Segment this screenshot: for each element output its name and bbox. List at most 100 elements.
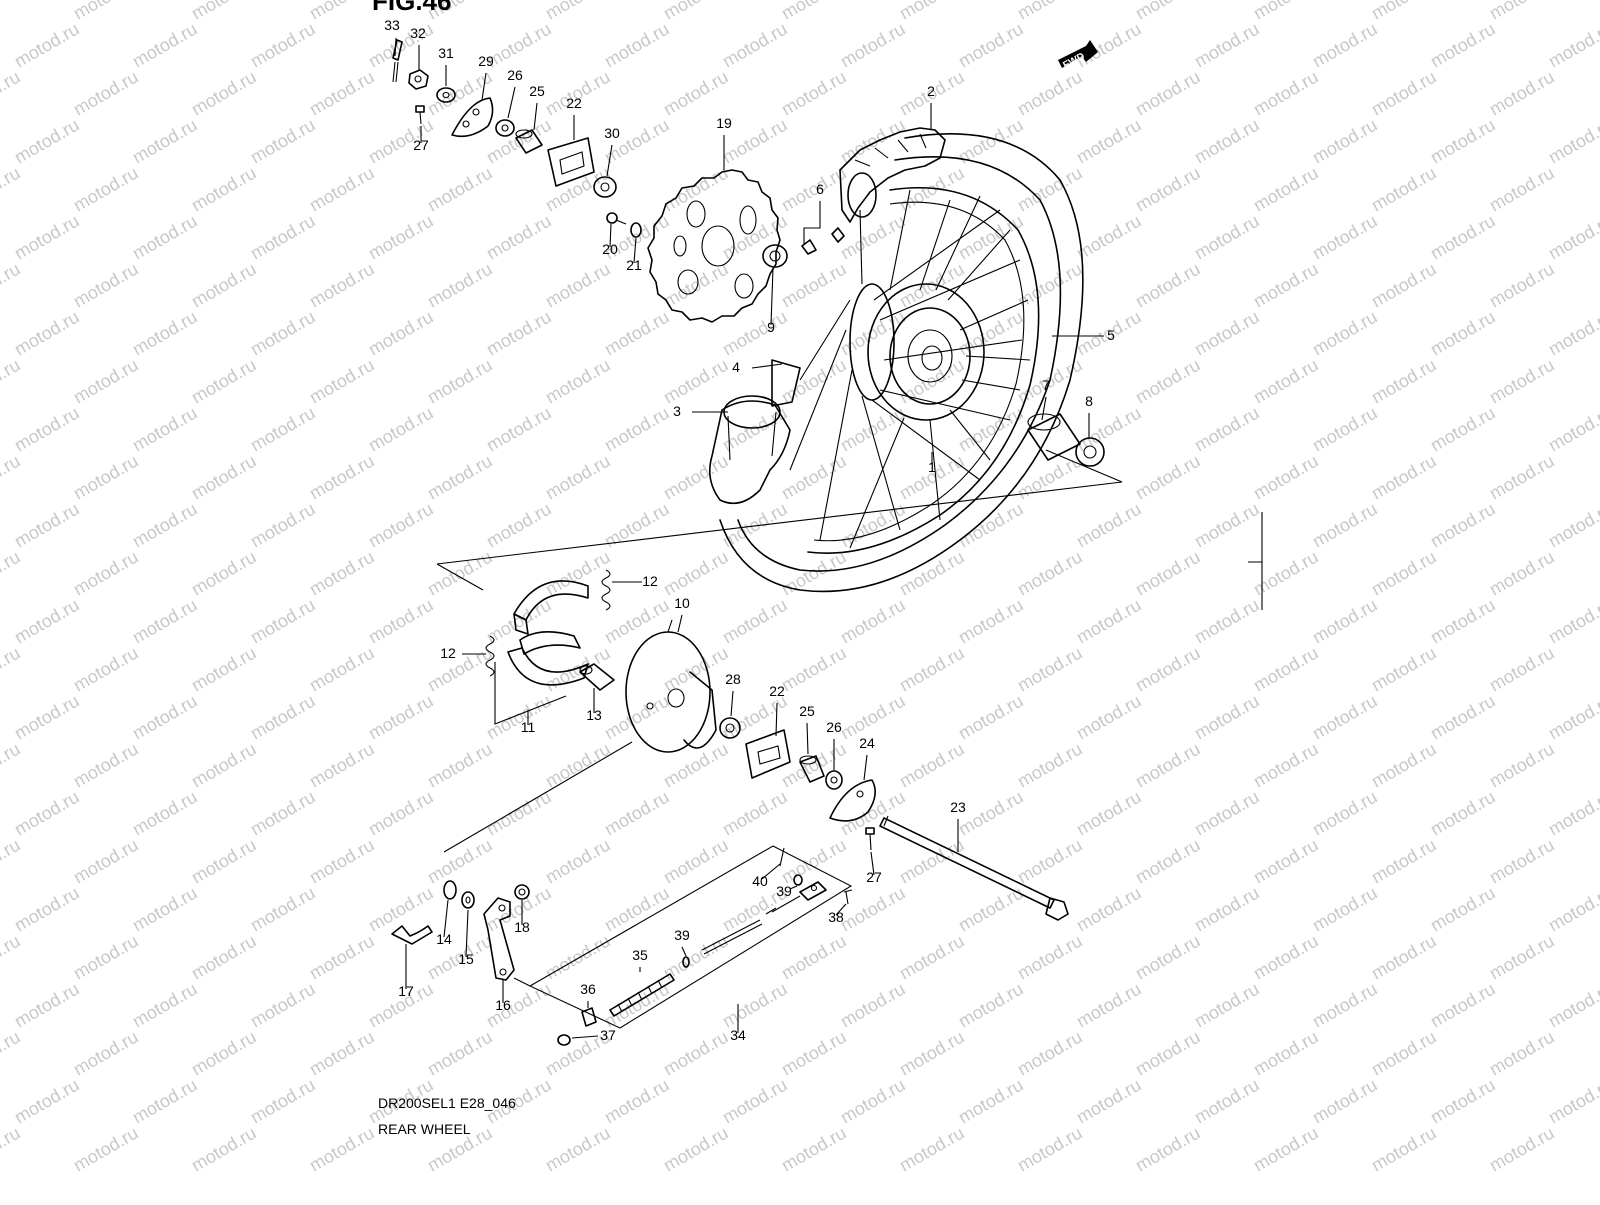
watermark-text: motod.ru: [424, 451, 496, 504]
watermark-text: motod.ru: [129, 211, 201, 264]
rod-35-thread: [701, 919, 763, 955]
washer-26-bottom: [825, 770, 843, 790]
watermark-text: motod.ru: [188, 67, 260, 120]
box-34: [528, 845, 853, 1029]
watermark-text: motod.ru: [365, 499, 437, 552]
watermark-text: motod.ru: [896, 739, 968, 792]
watermark-text: motod.ru: [424, 355, 496, 408]
watermark-text: motod.ru: [0, 739, 24, 792]
leader-4: [751, 363, 783, 369]
spring-35: [609, 973, 675, 1017]
watermark-text: motod.ru: [483, 211, 555, 264]
watermark-text: motod.ru: [247, 979, 319, 1032]
watermark-text: motod.ru: [1250, 931, 1322, 984]
watermark-text: motod.ru: [247, 19, 319, 72]
spacer-25-bottom: [799, 755, 825, 783]
spacer-25-top: [515, 129, 543, 154]
watermark-text: motod.ru: [1073, 595, 1145, 648]
watermark-text: motod.ru: [1191, 115, 1263, 168]
watermark-text: motod.ru: [1486, 1027, 1558, 1080]
watermark-text: motod.ru: [1309, 787, 1381, 840]
watermark-text: motod.ru: [955, 883, 1027, 936]
watermark-text: motod.ru: [1309, 1075, 1381, 1128]
watermark-text: motod.ru: [1486, 67, 1558, 120]
watermark-text: motod.ru: [1368, 739, 1440, 792]
callout-31: 31: [438, 45, 454, 61]
watermark-text: motod.ru: [11, 307, 83, 360]
callout-8: 8: [1085, 393, 1093, 409]
watermark-text: motod.ru: [719, 979, 791, 1032]
watermark-text: motod.ru: [601, 883, 673, 936]
watermark-text: motod.ru: [719, 787, 791, 840]
watermark-text: motod.ru: [955, 595, 1027, 648]
watermark-text: motod.ru: [306, 547, 378, 600]
chain-adjuster-plate-29: [451, 97, 494, 138]
spring-12-upper: [601, 569, 611, 611]
watermark-text: motod.ru: [424, 67, 496, 120]
watermark-text: motod.ru: [1545, 883, 1600, 936]
watermark-text: motod.ru: [0, 835, 24, 888]
leader-39: [789, 885, 798, 890]
watermark-text: motod.ru: [719, 307, 791, 360]
leader-14: [443, 899, 449, 938]
watermark-text: motod.ru: [1427, 1075, 1499, 1128]
watermark-text: motod.ru: [542, 931, 614, 984]
watermark-text: motod.ru: [719, 1075, 791, 1128]
watermark-text: motod.ru: [660, 163, 732, 216]
watermark-text: motod.ru: [1073, 499, 1145, 552]
watermark-text: motod.ru: [601, 403, 673, 456]
callout-3: 3: [673, 403, 681, 419]
watermark-text: motod.ru: [1132, 1027, 1204, 1080]
watermark-text: motod.ru: [955, 211, 1027, 264]
watermark-text: motod.ru: [660, 1123, 732, 1176]
watermark-text: motod.ru: [955, 979, 1027, 1032]
bearing-9: [762, 244, 788, 268]
watermark-text: motod.ru: [719, 595, 791, 648]
watermark-text: motod.ru: [1486, 259, 1558, 312]
watermark-text: motod.ru: [896, 643, 968, 696]
clip-39-upper: [793, 874, 803, 886]
bolt-20: [606, 212, 627, 225]
watermark-text: motod.ru: [306, 0, 378, 23]
watermark-text: motod.ru: [837, 787, 909, 840]
watermark-text: motod.ru: [837, 307, 909, 360]
watermark-text: motod.ru: [129, 307, 201, 360]
leader-7: [1041, 396, 1047, 421]
callout-4: 4: [732, 359, 740, 375]
watermark-text: motod.ru: [1309, 691, 1381, 744]
watermark-text: motod.ru: [1309, 883, 1381, 936]
watermark-text: motod.ru: [1545, 403, 1600, 456]
nut-18: [514, 884, 530, 900]
watermark-text: motod.ru: [542, 355, 614, 408]
watermark-text: motod.ru: [542, 835, 614, 888]
watermark-text: motod.ru: [129, 499, 201, 552]
watermark-text: motod.ru: [837, 1075, 909, 1128]
watermark-text: motod.ru: [1427, 403, 1499, 456]
watermark-text: motod.ru: [129, 115, 201, 168]
callout-36: 36: [580, 981, 596, 997]
washer-26-top: [495, 119, 515, 137]
watermark-text: motod.ru: [1427, 499, 1499, 552]
leader-10: [677, 614, 683, 633]
watermark-text: motod.ru: [660, 451, 732, 504]
leader-30: [606, 144, 613, 177]
watermark-text: motod.ru: [1073, 19, 1145, 72]
watermark-text: motod.ru: [542, 67, 614, 120]
watermark-text: motod.ru: [778, 451, 850, 504]
watermark-text: motod.ru: [601, 787, 673, 840]
watermark-text: motod.ru: [1368, 355, 1440, 408]
watermark-text: motod.ru: [1427, 787, 1499, 840]
watermark-text: motod.ru: [365, 403, 437, 456]
watermark-text: motod.ru: [483, 403, 555, 456]
watermark-text: motod.ru: [1250, 835, 1322, 888]
watermark-text: motod.ru: [70, 931, 142, 984]
watermark-text: motod.ru: [896, 931, 968, 984]
watermark-text: motod.ru: [660, 1027, 732, 1080]
watermark-text: motod.ru: [188, 163, 260, 216]
watermark-text: motod.ru: [1132, 547, 1204, 600]
watermark-text: motod.ru: [0, 259, 24, 312]
callout-33: 33: [384, 17, 400, 33]
watermark-text: motod.ru: [1250, 0, 1322, 23]
watermark-text: motod.ru: [1014, 259, 1086, 312]
callout-23: 23: [950, 799, 966, 815]
